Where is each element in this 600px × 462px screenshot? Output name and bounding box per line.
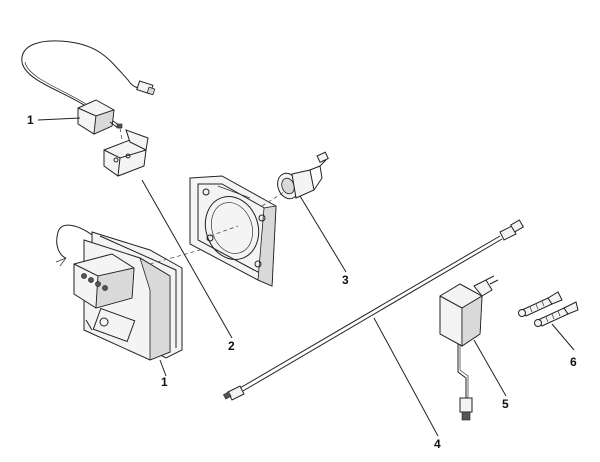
sensor-module-cable — [21, 40, 156, 135]
callout-3: 3 — [342, 273, 349, 287]
mounting-frame — [189, 175, 277, 287]
sensor-lens-connector — [261, 151, 329, 207]
mounting-bracket — [103, 127, 149, 177]
main-control-unit — [55, 224, 201, 361]
callout-1-bottom: 1 — [161, 375, 168, 389]
callout-4: 4 — [434, 437, 441, 451]
power-adapter — [439, 275, 499, 421]
callout-1-top: 1 — [27, 113, 34, 127]
callout-2: 2 — [228, 339, 235, 353]
extension-cable — [222, 219, 525, 401]
callout-5: 5 — [502, 397, 509, 411]
leader-lines — [37, 117, 575, 437]
screws-and-dowels — [518, 291, 579, 327]
callout-6: 6 — [570, 355, 577, 369]
